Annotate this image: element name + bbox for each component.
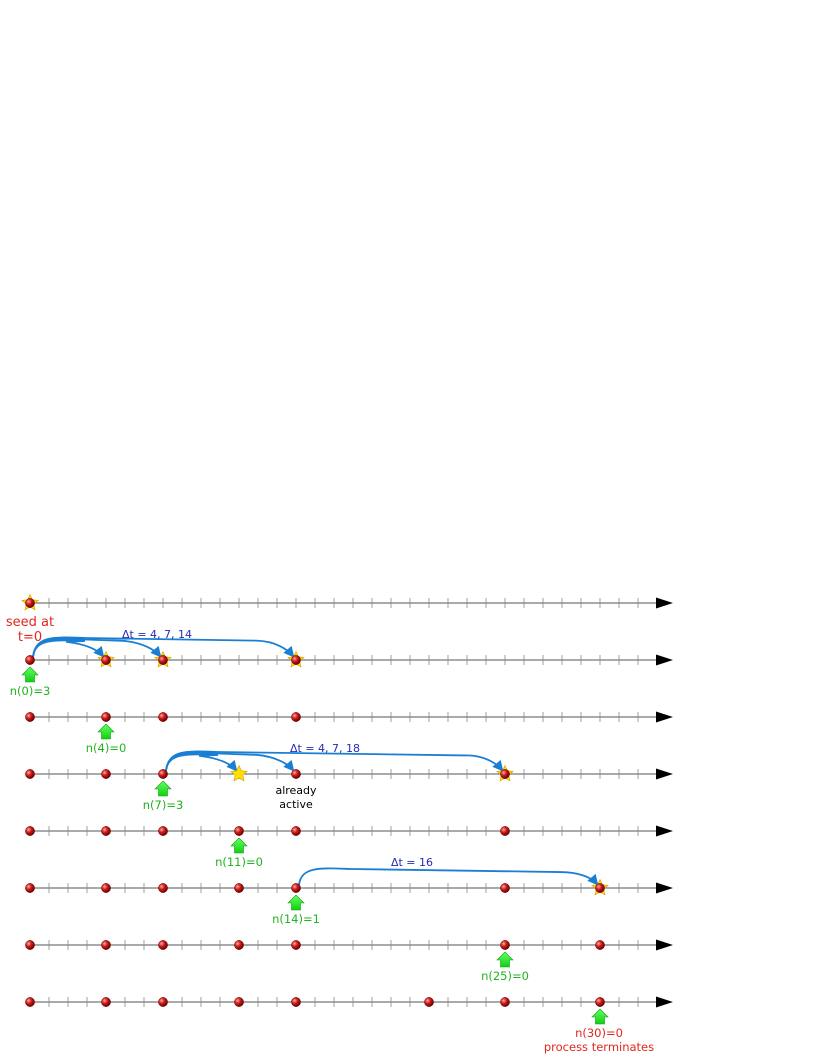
timeline-arrowhead [656, 768, 673, 780]
node-dot [25, 826, 35, 836]
jump-arc [165, 753, 238, 772]
node-dot [158, 769, 168, 779]
node-dot [101, 712, 111, 722]
timeline-arrowhead [656, 654, 673, 666]
node-dot [158, 826, 168, 836]
node-dot [101, 883, 111, 893]
jump-arcs [32, 636, 599, 886]
node-dot [101, 997, 111, 1007]
node-dot [25, 940, 35, 950]
node-dot [25, 883, 35, 893]
node-dot [158, 997, 168, 1007]
node-dot [595, 883, 605, 893]
green-pointer-arrows [21, 666, 609, 1025]
jump-arc [32, 639, 105, 658]
node-dot [158, 883, 168, 893]
process-terminates-label: process terminates [544, 1040, 654, 1054]
node-dot [424, 997, 434, 1007]
already-active-label-line2: active [279, 798, 313, 811]
jump-label-row3: Δt = 4, 7, 18 [290, 742, 360, 755]
node-dot [500, 883, 510, 893]
node-dot [158, 940, 168, 950]
timeline-arrowhead [656, 711, 673, 723]
green-pointer-arrow [287, 894, 305, 911]
star-marker [230, 764, 248, 782]
timeline-arrowhead [656, 882, 673, 894]
green-pointer-arrow [230, 837, 248, 854]
green-pointer-arrow [97, 723, 115, 740]
jump-arc [165, 750, 504, 772]
green-pointer-arrow [496, 951, 514, 968]
node-dot [291, 883, 301, 893]
jump-arc [32, 636, 295, 658]
node-dot [25, 769, 35, 779]
seed-label-line2: t=0 [18, 630, 42, 645]
arrow-label-n11: n(11)=0 [215, 855, 263, 869]
seed-label-line1: seed at [6, 615, 54, 630]
node-dot [158, 712, 168, 722]
node-dot [291, 940, 301, 950]
arrow-label-n25: n(25)=0 [481, 969, 529, 983]
node-dot [158, 655, 168, 665]
node-dot [234, 997, 244, 1007]
green-pointer-arrow [591, 1008, 609, 1025]
arrow-label-n30: n(30)=0 [575, 1026, 623, 1040]
node-dot [234, 883, 244, 893]
timeline-nodes [21, 593, 609, 1007]
node-dot [234, 940, 244, 950]
timeline-arrowhead [656, 996, 673, 1008]
node-dot [595, 940, 605, 950]
node-dot [500, 940, 510, 950]
jump-label-row5: Δt = 16 [391, 856, 433, 869]
node-dot [500, 826, 510, 836]
node-dot [101, 769, 111, 779]
node-dot [234, 826, 244, 836]
node-dot [291, 712, 301, 722]
arrow-label-n4: n(4)=0 [86, 741, 127, 755]
node-dot [500, 769, 510, 779]
jump-arc [298, 867, 599, 886]
green-pointer-arrow [154, 780, 172, 797]
node-dot [25, 997, 35, 1007]
arrow-label-n7: n(7)=3 [143, 798, 184, 812]
jump-label-row1: Δt = 4, 7, 14 [122, 628, 192, 641]
already-active-label-line1: already [275, 784, 317, 797]
node-dot [101, 940, 111, 950]
node-dot [500, 997, 510, 1007]
node-dot [291, 655, 301, 665]
timeline-arrowhead [656, 825, 673, 837]
node-dot [25, 598, 35, 608]
arrow-label-n0: n(0)=3 [10, 684, 51, 698]
timeline-arrowhead [656, 939, 673, 951]
node-dot [25, 655, 35, 665]
node-dot [101, 655, 111, 665]
timeline-arrowhead [656, 597, 673, 609]
timeline-axes [29, 597, 673, 1008]
node-dot [25, 712, 35, 722]
node-dot [595, 997, 605, 1007]
arrow-label-n14: n(14)=1 [272, 912, 320, 926]
node-dot [291, 997, 301, 1007]
node-dot [291, 826, 301, 836]
node-dot [101, 826, 111, 836]
node-dot [291, 769, 301, 779]
green-pointer-arrow [21, 666, 39, 683]
